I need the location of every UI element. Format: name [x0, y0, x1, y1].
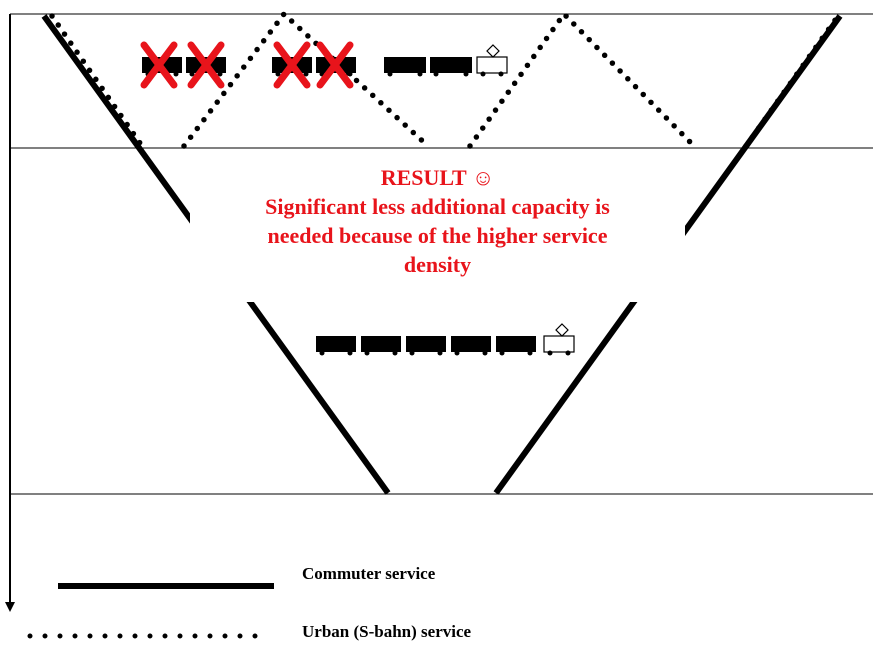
train-car-icon	[430, 57, 472, 77]
train-car-icon	[316, 336, 356, 356]
train-car-icon	[384, 57, 426, 77]
legend-commuter-label: Commuter service	[302, 564, 436, 583]
result-callout: RESULT ☺ Significant less additional cap…	[190, 150, 685, 302]
train-car-icon	[496, 336, 536, 356]
urban-line-right	[743, 13, 841, 149]
train-car-icon	[451, 336, 491, 356]
result-line-3: density	[403, 252, 472, 277]
result-line-2: needed because of the higher service	[267, 223, 608, 248]
result-line-1: Significant less additional capacity is	[265, 194, 610, 219]
locomotive-icon	[543, 323, 575, 356]
upper-train	[140, 41, 508, 89]
cross-mark-icon	[273, 41, 311, 89]
result-title: RESULT	[380, 165, 467, 190]
smiley-icon: ☺	[471, 165, 495, 190]
cross-mark-icon	[316, 41, 354, 89]
train-car-icon	[406, 336, 446, 356]
cross-mark-icon	[187, 41, 225, 89]
urban-line-v2	[467, 9, 697, 149]
legend-urban-label: Urban (S-bahn) service	[302, 622, 472, 641]
urban-line-left	[49, 13, 145, 149]
urban-service-lines	[49, 9, 841, 149]
train-car-icon	[361, 336, 401, 356]
locomotive-icon	[476, 44, 508, 77]
result-heading: RESULT ☺	[190, 163, 685, 192]
time-axis-arrow	[5, 602, 15, 612]
lower-train	[316, 323, 575, 356]
urban-line-v1	[181, 9, 431, 149]
cancelled-marks	[140, 41, 354, 89]
cross-mark-icon	[140, 41, 178, 89]
